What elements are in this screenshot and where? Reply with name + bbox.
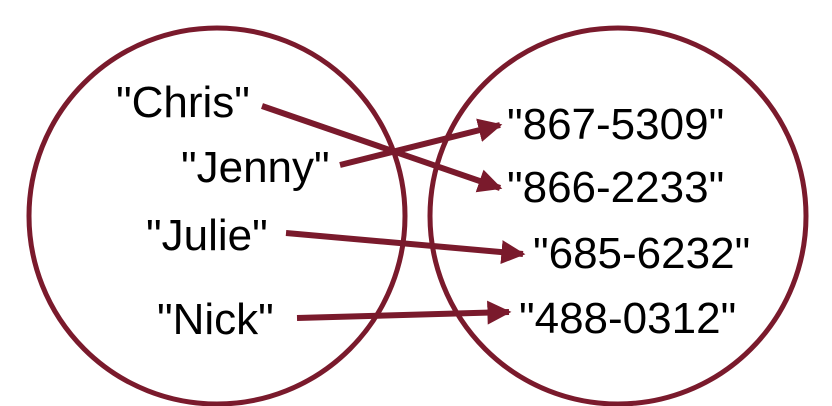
codomain-labels: "867-5309" "866-2233" "685-6232" "488-03… — [507, 100, 750, 343]
domain-set-circle — [26, 25, 408, 406]
name-label-jenny: "Jenny" — [181, 143, 330, 192]
arrow-julie-to-685-6232 — [285, 230, 526, 265]
phone-label-867-5309: "867-5309" — [507, 100, 724, 149]
phone-label-866-2233: "866-2233" — [507, 163, 724, 212]
name-label-chris: "Chris" — [116, 78, 250, 127]
name-label-julie: "Julie" — [146, 211, 268, 260]
codomain-set-circle — [427, 25, 809, 406]
domain-labels: "Chris" "Jenny" "Julie" "Nick" — [116, 78, 330, 344]
arrow-nick-to-488-0312 — [296, 300, 512, 325]
name-label-nick: "Nick" — [157, 295, 274, 344]
arrow-chris-to-866-2233 — [261, 103, 503, 193]
phone-label-685-6232: "685-6232" — [533, 229, 750, 278]
mapping-arrows — [261, 103, 526, 325]
arrow-jenny-to-867-5309 — [339, 118, 503, 168]
phone-label-488-0312: "488-0312" — [519, 294, 736, 343]
